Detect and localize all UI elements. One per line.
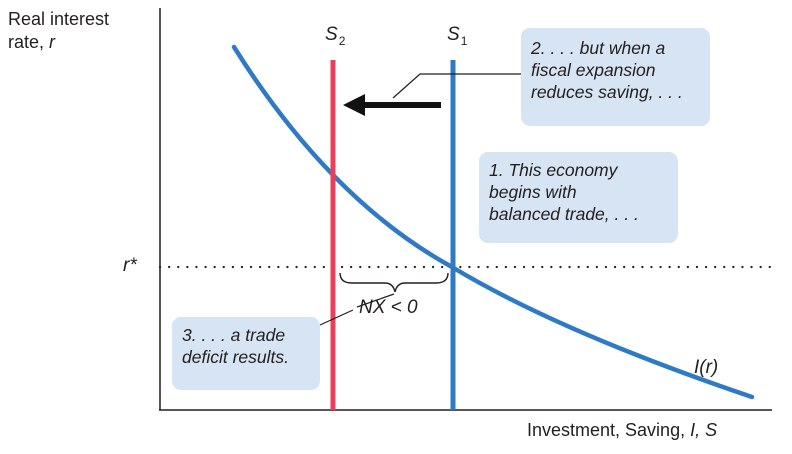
x-axis-variables: I, S	[690, 420, 718, 440]
callout-2-line-1: 2. . . . but when a	[531, 38, 666, 58]
callout-trade-deficit: 3. . . . a trade deficit results.	[172, 317, 320, 390]
callout-2-line-3: reduces saving, . . .	[531, 82, 683, 102]
callout-2-line-2: fiscal expansion	[531, 60, 656, 80]
nx-brace	[339, 272, 449, 293]
s1-label-letter: S	[447, 24, 460, 45]
x-axis-title-text: Investment, Saving,	[527, 420, 691, 440]
left-arrow-icon	[343, 94, 441, 116]
callout-balanced-trade: 1. This economy begins with balanced tra…	[479, 152, 678, 243]
callout-fiscal-expansion: 2. . . . but when a fiscal expansion red…	[521, 28, 710, 126]
callout-1-line-2: begins with	[489, 182, 577, 202]
s1-label: S1	[447, 24, 467, 48]
x-axis-title: Investment, Saving, I, S	[527, 419, 717, 442]
s2-label-subscript: 2	[338, 34, 346, 48]
callout-3-leader	[319, 309, 354, 326]
callout-1-line-1: 1. This economy	[489, 160, 618, 180]
nx-label: NX < 0	[359, 297, 418, 318]
s2-label: S2	[325, 24, 345, 48]
callout-2-leader	[392, 73, 521, 99]
y-axis-title: Real interest rate, r	[8, 8, 109, 54]
callout-3-line-1: 3. . . . a trade	[182, 325, 286, 345]
y-axis-title-line2: rate,	[8, 32, 50, 52]
y-axis-title-line1: Real interest	[8, 9, 110, 29]
y-axis-variable: r	[49, 32, 56, 52]
callout-1-line-3: balanced trade, . . .	[489, 204, 639, 224]
s1-label-subscript: 1	[460, 34, 468, 48]
r-star-label: r*	[123, 255, 137, 276]
nx-leader	[356, 293, 395, 308]
investment-curve-label: I(r)	[694, 357, 719, 378]
s2-label-letter: S	[325, 24, 338, 45]
callout-3-line-2: deficit results.	[182, 347, 289, 367]
